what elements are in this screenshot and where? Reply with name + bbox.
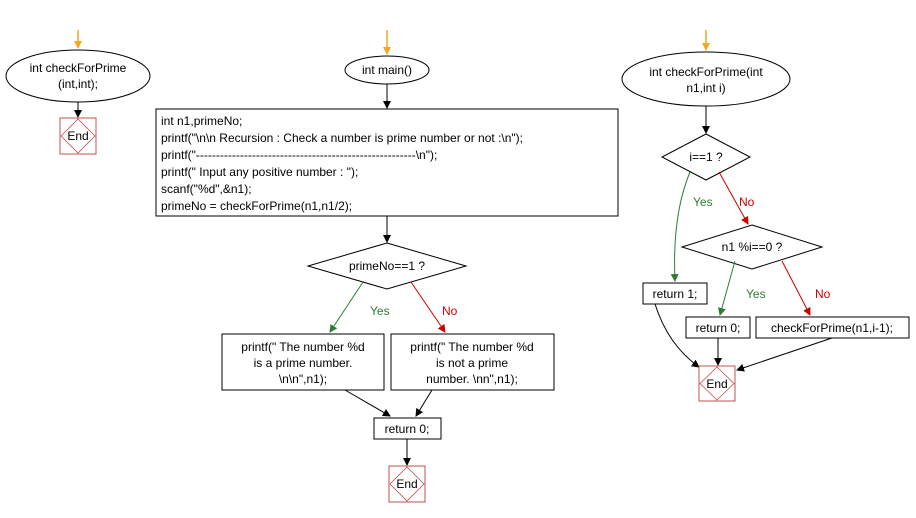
right-yes2-edge [718, 260, 736, 316]
main-not-prime-output-box [390, 333, 555, 391]
main-not-prime-to-return-edge [415, 389, 433, 417]
main-end-label: End [396, 477, 417, 491]
right-start-label-1: int checkForPrime(int [649, 65, 763, 79]
main-code-line-6: primeNo = checkForPrime(n1,n1/2); [161, 199, 352, 213]
right-yes2-label: Yes [746, 287, 766, 301]
right-return-1-label: return 1; [653, 287, 698, 301]
main-decision-prime [306, 242, 468, 290]
main-yes-label: Yes [370, 304, 390, 318]
main-code-line-1: int n1,primeNo; [161, 114, 242, 128]
right-recurse-box [755, 316, 910, 339]
right-return1-to-end-edge [654, 303, 700, 368]
right-recurse-to-end-edge [736, 337, 833, 372]
right-decision-i-equals-1 [660, 133, 752, 181]
left-start-label-2: (int,int); [58, 77, 98, 91]
main-code-line-5: scanf("%d",&n1); [161, 182, 252, 196]
main-no-edge [410, 281, 446, 333]
right-no2-label: No [815, 287, 831, 301]
main-code-line-2: printf("\n\n Recursion : Check a number … [161, 131, 523, 145]
left-end-diamond [60, 118, 96, 154]
check-prime-flow: int checkForPrime(int n1,int i) i==1 ? Y… [621, 30, 910, 402]
right-decision-divisible [680, 224, 824, 270]
main-code-line-4: printf(" Input any positive number : "); [161, 165, 358, 179]
left-start-label-1: int checkForPrime [30, 61, 127, 75]
right-decision2-label: n1 %i==0 ? [722, 240, 783, 254]
main-not-prime-output-line-3: number. \nn",n1); [426, 372, 518, 386]
main-prime-output-line-2: is a prime number. [254, 356, 353, 370]
left-flow: int checkForPrime (int,int); End [5, 30, 151, 155]
right-start-terminal [621, 51, 791, 107]
main-code-line-3: printf("--------------------------------… [161, 148, 437, 162]
main-start-label: int main() [362, 63, 412, 77]
right-yes1-label: Yes [693, 195, 713, 209]
right-return-1-box [642, 282, 708, 305]
right-return-0-label: return 0; [696, 321, 741, 335]
main-not-prime-output-line-1: printf(" The number %d [410, 340, 533, 354]
left-end-label: End [67, 129, 88, 143]
main-prime-to-return-edge [344, 389, 391, 417]
main-prime-output-line-3: \n\n",n1); [279, 372, 327, 386]
right-no1-edge [718, 171, 749, 225]
right-recurse-label: checkForPrime(n1,i-1); [771, 321, 893, 335]
main-prime-output-line-1: printf(" The number %d [241, 340, 364, 354]
main-end-terminal [388, 465, 426, 503]
right-decision1-label: i==1 ? [689, 150, 723, 164]
main-code-block [155, 108, 619, 217]
main-prime-output-box [221, 333, 385, 391]
left-start-terminal [5, 49, 151, 103]
main-not-prime-output-line-2: is not a prime [436, 356, 508, 370]
main-return-label: return 0; [385, 422, 430, 436]
main-no-label: No [442, 304, 458, 318]
right-yes1-edge [670, 171, 691, 282]
right-end-diamond [699, 366, 735, 401]
right-end-label: End [706, 377, 727, 391]
main-flow: int main() int n1,primeNo; printf("\n\n … [155, 30, 619, 503]
main-decision-label: primeNo==1 ? [349, 259, 425, 273]
right-start-label-2: n1,int i) [686, 81, 725, 95]
right-end-terminal [698, 365, 736, 402]
right-no2-edge [781, 260, 811, 316]
main-yes-edge [329, 281, 364, 333]
main-end-diamond [389, 466, 425, 502]
left-end-terminal [59, 117, 97, 155]
right-no1-label: No [739, 195, 755, 209]
